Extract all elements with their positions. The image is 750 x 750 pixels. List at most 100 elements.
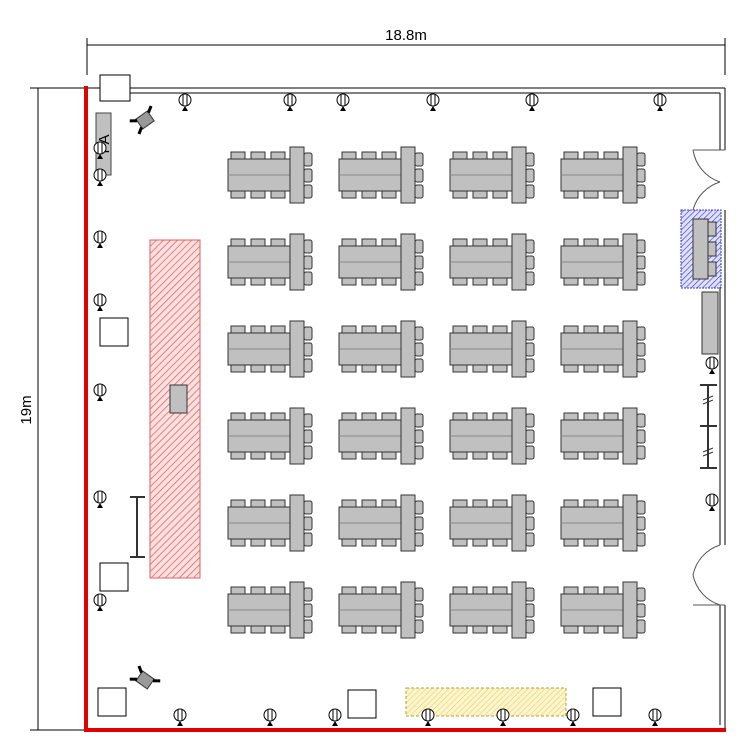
pillar-box	[592, 687, 622, 717]
width-dimension	[86, 38, 726, 75]
chair	[303, 619, 313, 634]
light-icon	[496, 708, 510, 726]
chair	[414, 445, 424, 460]
podium	[169, 384, 188, 414]
chair	[303, 445, 313, 460]
light-icon	[566, 708, 580, 726]
chair	[525, 168, 535, 183]
table-group	[227, 233, 313, 291]
light-icon	[263, 708, 277, 726]
head-table	[511, 320, 527, 378]
width-label: 18.8m	[385, 27, 427, 44]
chair	[414, 516, 424, 531]
head-table	[400, 581, 416, 639]
light-icon	[421, 708, 435, 726]
chair	[414, 500, 424, 515]
table-group	[560, 494, 646, 552]
chair	[414, 413, 424, 428]
head-table	[622, 581, 638, 639]
chair	[525, 342, 535, 357]
chair	[636, 239, 646, 254]
reception-table	[692, 218, 709, 280]
pillar-box	[347, 689, 377, 719]
table-group	[338, 233, 424, 291]
chair	[525, 619, 535, 634]
light-icon	[525, 93, 539, 111]
chair	[414, 603, 424, 618]
light-icon	[705, 356, 719, 374]
light-icon	[336, 93, 350, 111]
light-icon	[173, 708, 187, 726]
chair	[525, 152, 535, 167]
chair	[303, 429, 313, 444]
chair	[636, 255, 646, 270]
light-icon	[653, 93, 667, 111]
table-group	[338, 407, 424, 465]
chair	[525, 255, 535, 270]
chair	[414, 429, 424, 444]
table-group	[449, 581, 535, 639]
height-label: 19m	[18, 395, 35, 424]
chair	[303, 168, 313, 183]
chair	[525, 516, 535, 531]
table-group	[338, 494, 424, 552]
chair	[636, 429, 646, 444]
light-icon	[93, 593, 107, 611]
camera-icon	[129, 665, 161, 690]
light-icon	[328, 708, 342, 726]
table-group	[227, 146, 313, 204]
side-table	[701, 291, 719, 355]
door-bottom-right[interactable]	[692, 544, 725, 606]
head-table	[511, 494, 527, 552]
table-group	[560, 233, 646, 291]
table-group	[560, 581, 646, 639]
head-table	[622, 494, 638, 552]
table-group	[227, 581, 313, 639]
head-table	[289, 320, 305, 378]
table-group	[227, 407, 313, 465]
chair	[303, 271, 313, 286]
head-table	[289, 407, 305, 465]
chair	[525, 358, 535, 373]
head-table	[511, 233, 527, 291]
chair	[414, 619, 424, 634]
chair	[414, 152, 424, 167]
chair	[414, 184, 424, 199]
table-group	[338, 320, 424, 378]
head-table	[289, 146, 305, 204]
chair	[525, 429, 535, 444]
head-table	[289, 494, 305, 552]
chair	[525, 413, 535, 428]
head-table	[400, 146, 416, 204]
light-icon	[93, 141, 107, 159]
chair	[414, 532, 424, 547]
door-top-right[interactable]	[692, 149, 725, 211]
head-table	[400, 494, 416, 552]
table-group	[338, 581, 424, 639]
head-table	[289, 233, 305, 291]
screen	[130, 496, 145, 558]
light-icon	[283, 93, 297, 111]
chair	[525, 445, 535, 460]
chair	[303, 358, 313, 373]
chair	[303, 152, 313, 167]
head-table	[511, 146, 527, 204]
chair	[303, 239, 313, 254]
chair	[303, 342, 313, 357]
pillar-box	[97, 687, 127, 717]
chair	[636, 532, 646, 547]
chair	[525, 184, 535, 199]
chair	[303, 587, 313, 602]
chair	[303, 184, 313, 199]
chair	[303, 255, 313, 270]
chair	[636, 603, 646, 618]
reception-chairs	[707, 221, 717, 277]
chair	[414, 255, 424, 270]
head-table	[622, 407, 638, 465]
chair	[636, 271, 646, 286]
chair	[414, 271, 424, 286]
chair	[414, 326, 424, 341]
camera-icon	[129, 105, 155, 135]
table-group	[560, 407, 646, 465]
